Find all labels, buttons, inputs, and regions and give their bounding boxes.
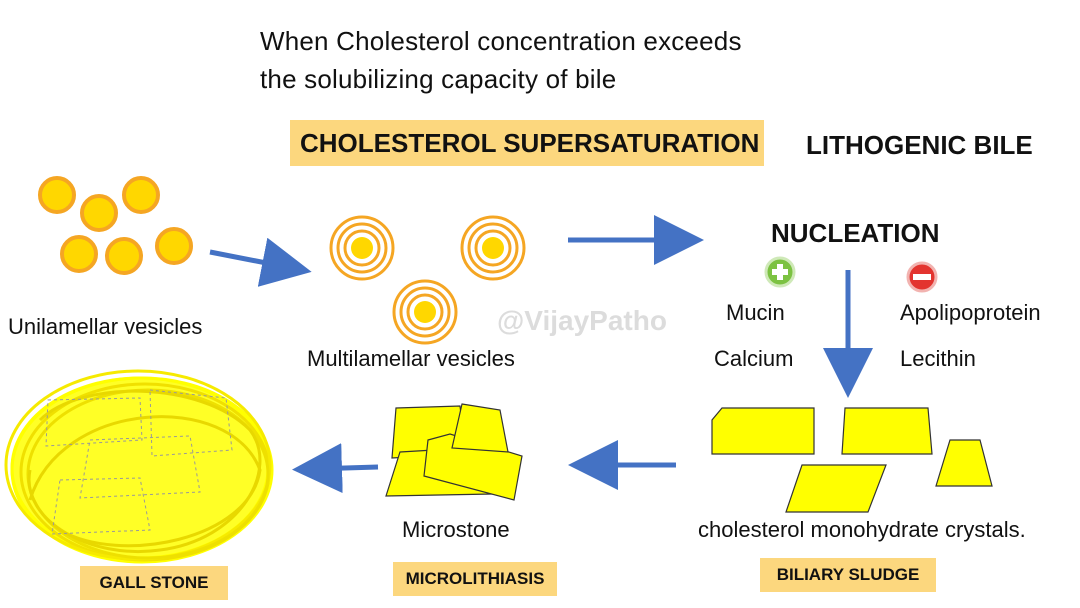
watermark: @VijayPatho [497, 305, 667, 336]
tag-microlithiasis: MICROLITHIASIS [393, 562, 557, 596]
multilamellar-vesicle [392, 279, 458, 345]
multilamellar-vesicle [329, 215, 395, 281]
gall-stone-drawing [4, 369, 274, 564]
factor-apolipoprotein: Apolipoprotein [900, 300, 1041, 325]
multilamellar-vesicles [329, 215, 526, 345]
vesicle [38, 176, 76, 214]
vesicle [155, 227, 193, 265]
vesicle [60, 235, 98, 273]
factor-calcium: Calcium [714, 346, 794, 371]
supersaturation-heading: CHOLESTEROL SUPERSATURATION [290, 120, 764, 166]
intro-line-1: When Cholesterol concentration exceeds [260, 26, 742, 56]
microstone-crystals [385, 403, 523, 501]
crystal [451, 403, 509, 453]
crystal [711, 407, 815, 455]
minus-circle-icon [906, 261, 938, 293]
vesicle [105, 237, 143, 275]
factor-lecithin: Lecithin [900, 346, 976, 371]
plus-circle-icon [764, 256, 796, 288]
factor-mucin: Mucin [726, 300, 785, 325]
lithogenic-heading: LITHOGENIC BILE [806, 130, 1033, 160]
unilamellar-vesicles [38, 176, 193, 275]
crystal [935, 439, 993, 487]
tag-gall-stone: GALL STONE [80, 566, 228, 600]
label-unilamellar: Unilamellar vesicles [8, 314, 203, 339]
vesicle [80, 194, 118, 232]
tag-biliary-sludge: BILIARY SLUDGE [760, 558, 936, 592]
multilamellar-vesicle [460, 215, 526, 281]
label-multilamellar: Multilamellar vesicles [307, 346, 515, 371]
nucleation-heading: NUCLEATION [771, 218, 940, 248]
intro-line-2: the solubilizing capacity of bile [260, 64, 617, 94]
label-crystals: cholesterol monohydrate crystals. [698, 517, 1026, 542]
crystal [841, 407, 933, 455]
label-microstone: Microstone [402, 517, 510, 542]
crystal [785, 464, 887, 513]
vesicle [122, 176, 160, 214]
cholesterol-crystals [711, 407, 993, 513]
arrow-to-gall-stone [292, 443, 379, 494]
arrow-to-multilamellar [209, 237, 312, 287]
